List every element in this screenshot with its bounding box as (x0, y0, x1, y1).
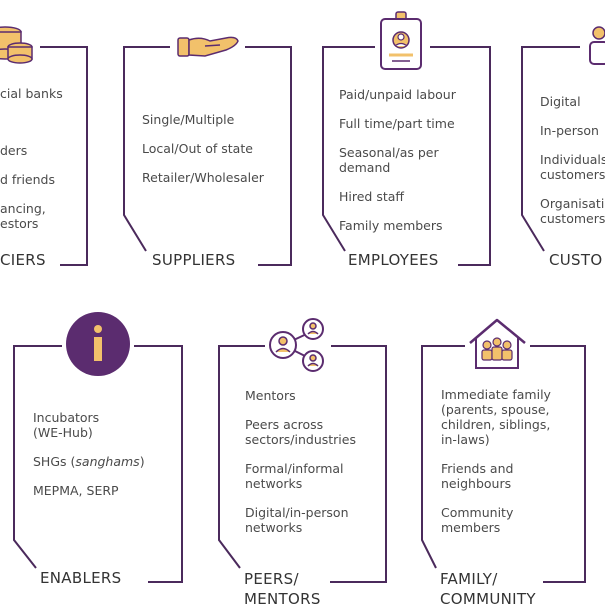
employees-title: EMPLOYEES (348, 251, 439, 269)
enablers-items: Incubators (WE-Hub) SHGs (sanghams) MEPM… (33, 410, 173, 498)
peers-items: Mentors Peers across sectors/industries … (245, 388, 385, 535)
financiers-item: ders (0, 143, 28, 158)
suppliers-frame (123, 46, 170, 252)
employees-item: Full time/part time (339, 116, 455, 131)
people-icon (589, 26, 605, 65)
employees-item: Paid/unpaid labour (339, 87, 456, 102)
customers-item: Individuals customers (540, 152, 605, 182)
employees-item: Hired staff (339, 189, 405, 204)
peers-item: Mentors (245, 388, 296, 403)
customers-item: In-person (540, 123, 599, 138)
financiers-frame (40, 46, 88, 266)
employees-items: Paid/unpaid labour Full time/part time S… (339, 87, 484, 233)
enablers-item-shg: SHGs (sanghams) (33, 454, 173, 469)
suppliers-item: Local/Out of state (142, 141, 253, 156)
customers-frame (521, 46, 580, 252)
coins-icon (0, 26, 33, 64)
enablers-item: Incubators (WE-Hub) (33, 410, 100, 440)
id-badge-icon (380, 11, 422, 70)
suppliers-title: SUPPLIERS (152, 251, 236, 269)
suppliers-frame-right (245, 46, 292, 266)
house-family-icon (469, 318, 526, 369)
customers-item: Digital (540, 94, 581, 109)
shg-prefix: SHGs ( (33, 454, 76, 469)
suppliers-item: Single/Multiple (142, 112, 235, 127)
employees-item: Family members (339, 218, 443, 233)
shg-suffix: ) (139, 454, 145, 469)
enablers-frame (13, 345, 62, 569)
enablers-frame-right (134, 345, 183, 583)
family-frame (421, 345, 465, 569)
family-item: Community members (441, 505, 514, 535)
suppliers-items: Single/Multiple Local/Out of state Retai… (142, 112, 282, 185)
peers-title: PEERS/ MENTORS (244, 570, 321, 608)
customers-item: Organisati customers (540, 196, 605, 226)
suppliers-item: Retailer/Wholesaler (142, 170, 264, 185)
family-items: Immediate family (parents, spouse, child… (441, 387, 581, 535)
family-title: FAMILY/ COMMUNITY (440, 570, 536, 608)
employees-frame (322, 46, 375, 252)
network-icon (269, 318, 324, 372)
financiers-item: d friends (0, 172, 55, 187)
shg-emphasis: sanghams (75, 454, 140, 469)
enablers-title: ENABLERS (40, 569, 122, 587)
peers-item: Peers across sectors/industries (245, 417, 356, 447)
financiers-item: cial banks (0, 86, 63, 101)
enablers-item: MEPMA, SERP (33, 483, 119, 498)
financiers-title: CIERS (0, 251, 46, 269)
financiers-item: ancing, estors (0, 201, 46, 231)
hand-icon (177, 36, 239, 57)
financiers-items: cial banks ders d friends ancing, estors (0, 86, 80, 231)
family-item: Immediate family (parents, spouse, child… (441, 387, 551, 447)
peers-item: Digital/in-person networks (245, 505, 349, 535)
peers-item: Formal/informal networks (245, 461, 344, 491)
family-frame-right (530, 345, 586, 583)
family-item: Friends and neighbours (441, 461, 514, 491)
peers-frame-right (330, 345, 387, 583)
customers-title: CUSTO (549, 251, 603, 269)
peers-frame (218, 345, 265, 569)
employees-frame-right (430, 46, 491, 266)
customers-items: Digital In-person Individuals customers … (540, 94, 605, 226)
employees-item: Seasonal/as per demand (339, 145, 439, 175)
info-icon (66, 312, 130, 376)
